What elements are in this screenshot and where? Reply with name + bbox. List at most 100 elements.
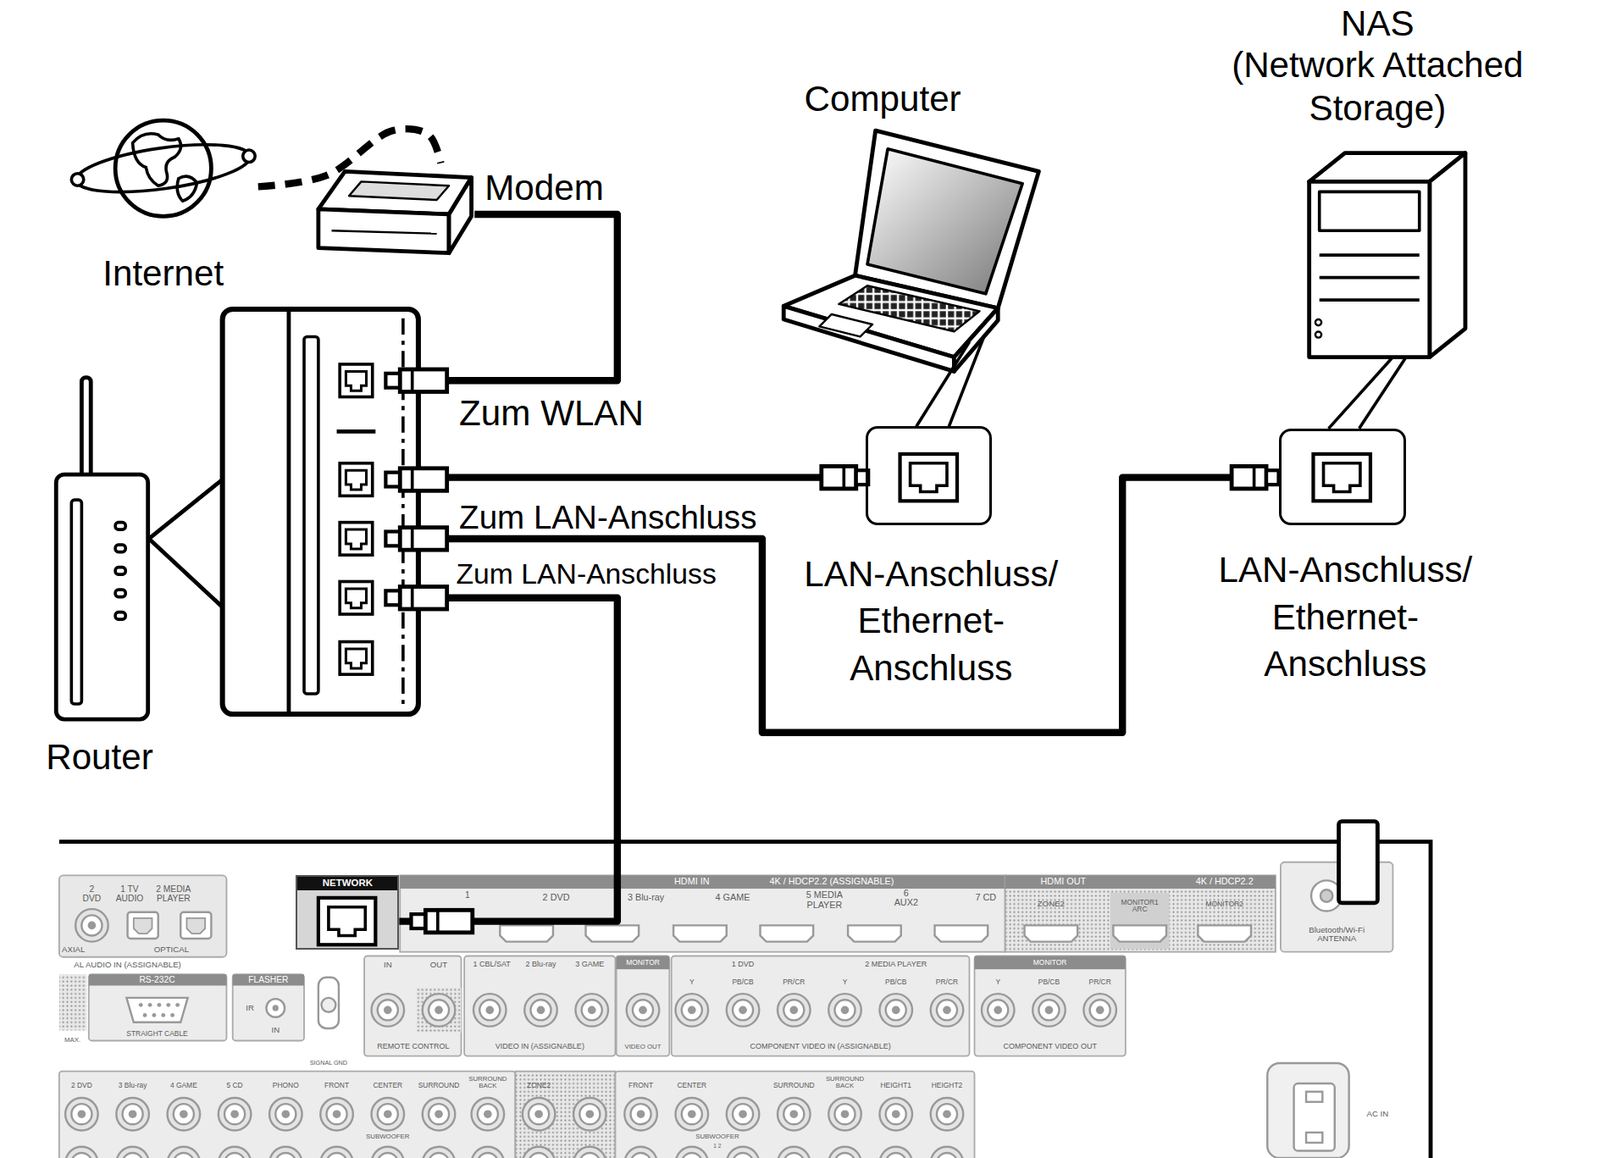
modem-icon: [318, 171, 472, 253]
cable-label: Zum WLAN: [459, 395, 644, 432]
receiver-rear-panel: [1005, 874, 1276, 889]
receiver-rear-panel: [726, 1146, 760, 1158]
receiver-rear-panel: [167, 1146, 201, 1158]
receiver-rear-panel: [777, 1146, 811, 1158]
receiver-rear-panel: [1112, 924, 1167, 942]
node-label: LAN-Anschluss/ Ethernet- Anschluss: [1202, 546, 1489, 688]
receiver-rear-panel: [1267, 1062, 1349, 1158]
receiver-rear-panel: [75, 908, 109, 942]
receiver-rear-panel: [675, 993, 709, 1027]
node-label: Modem: [484, 166, 604, 208]
modem-icon: [348, 181, 449, 200]
panel-label: 1: [465, 891, 471, 901]
panel-label: COMPONENT VIDEO IN (ASSIGNABLE): [750, 1042, 892, 1051]
router-port-panel-drawing: [287, 309, 292, 715]
panel-label: Y: [842, 977, 848, 986]
lan-port-callout: LAN-Anschluss/ Ethernet- Anschluss: [865, 426, 992, 526]
receiver-rear-panel: [586, 924, 640, 942]
panel-label: AXIAL: [61, 945, 85, 954]
router-port-panel-drawing: [304, 336, 319, 694]
receiver-rear-panel: [148, 1002, 153, 1008]
panel-label: 1 TV AUDIO: [114, 885, 145, 904]
receiver-rear-panel: [624, 1097, 658, 1131]
node-label: (Network Attached Storage): [1209, 43, 1547, 132]
receiver-rear-panel: [371, 993, 405, 1027]
lan-plug: [385, 527, 447, 550]
router-port-panel-drawing: [339, 522, 373, 556]
receiver-rear-panel: [116, 1097, 150, 1131]
panel-label: 4K / HDCP2.2: [1195, 877, 1254, 887]
receiver-rear-panel: [524, 993, 558, 1027]
receiver-rear-panel: [175, 1002, 180, 1008]
receiver-rear-panel: [522, 1097, 556, 1131]
receiver-rear-panel: [318, 897, 376, 945]
lan-cable: [258, 128, 442, 187]
router-port-panel-drawing: [339, 463, 373, 497]
receiver-rear-panel: [879, 993, 913, 1027]
panel-label: PB/CB: [1038, 977, 1060, 986]
receiver-rear-panel: [675, 1097, 709, 1131]
panel-label: CENTER: [372, 1081, 403, 1090]
node-label: LAN-Anschluss/ Ethernet- Anschluss: [788, 550, 1075, 693]
receiver-rear-panel: [879, 1097, 913, 1131]
laptop-icon: [867, 149, 1023, 294]
receiver-rear-panel: [416, 987, 462, 1033]
receiver-rear-panel: [514, 1071, 615, 1158]
globe-icon: [73, 135, 254, 201]
receiver-rear-panel: [828, 993, 862, 1027]
receiver-rear-panel: [974, 956, 1126, 970]
receiver-rear-panel: [320, 1146, 354, 1158]
lan-plug: [385, 369, 447, 392]
receiver-rear-panel: [59, 841, 1431, 1158]
panel-label: 2 DVD: [540, 892, 571, 903]
globe-icon: [71, 173, 84, 186]
nas-icon: [1319, 254, 1420, 300]
receiver-rear-panel: [499, 924, 554, 942]
router-icon: [115, 612, 126, 620]
nas-icon: [1315, 319, 1322, 326]
receiver-rear-panel: [935, 924, 989, 942]
router-icon: [55, 377, 222, 720]
router-icon: [55, 474, 148, 720]
panel-label: PR/CR: [1089, 977, 1112, 986]
nas-icon: [1319, 191, 1420, 231]
receiver-rear-panel: [272, 1004, 279, 1011]
receiver-rear-panel: [974, 956, 1126, 1057]
panel-label: SURROUND: [773, 1081, 815, 1090]
receiver-rear-panel: [180, 912, 211, 939]
receiver-rear-panel: [265, 998, 285, 1018]
panel-label: HEIGHT1: [880, 1081, 912, 1090]
modem-icon: [448, 177, 472, 254]
panel-label: MAX.: [64, 1036, 81, 1044]
receiver-rear-panel: [1024, 924, 1079, 942]
router-port-panel-drawing: [222, 309, 419, 715]
panel-label: Bluetooth/Wi-Fi ANTENNA: [1295, 925, 1378, 943]
receiver-rear-panel: [614, 1071, 975, 1158]
nas-icon: [1309, 181, 1430, 357]
panel-label: MONITOR2: [1206, 900, 1244, 908]
receiver-rear-panel: [218, 1097, 252, 1131]
globe-icon: [243, 149, 255, 162]
receiver-rear-panel: [59, 874, 227, 957]
globe-icon: [115, 120, 211, 216]
router-icon: [115, 522, 126, 530]
panel-label: PR/CR: [935, 977, 958, 986]
receiver-rear-panel: [464, 956, 615, 1057]
receiver-rear-panel: [828, 1146, 862, 1158]
panel-label: SUBWOOFER: [695, 1133, 739, 1141]
panel-label: SUBWOOFER: [365, 1133, 410, 1141]
receiver-rear-panel: [626, 993, 660, 1027]
panel-label: AC IN: [1367, 1109, 1390, 1119]
panel-label: FRONT: [324, 1081, 349, 1090]
panel-label: PB/CB: [731, 977, 753, 986]
node-label: Router: [45, 736, 154, 777]
receiver-rear-panel: [269, 1097, 303, 1131]
panel-label: STRAIGHT CABLE: [126, 1029, 188, 1038]
panel-label: OPTICAL: [154, 945, 189, 954]
router-port-panel-drawing: [222, 309, 419, 715]
receiver-rear-panel: [473, 993, 507, 1027]
receiver-rear-panel: [232, 974, 305, 986]
panel-label: MONITOR: [625, 958, 660, 967]
panel-label: 4 GAME: [170, 1081, 198, 1090]
node-label: NETWORK: [297, 876, 398, 890]
